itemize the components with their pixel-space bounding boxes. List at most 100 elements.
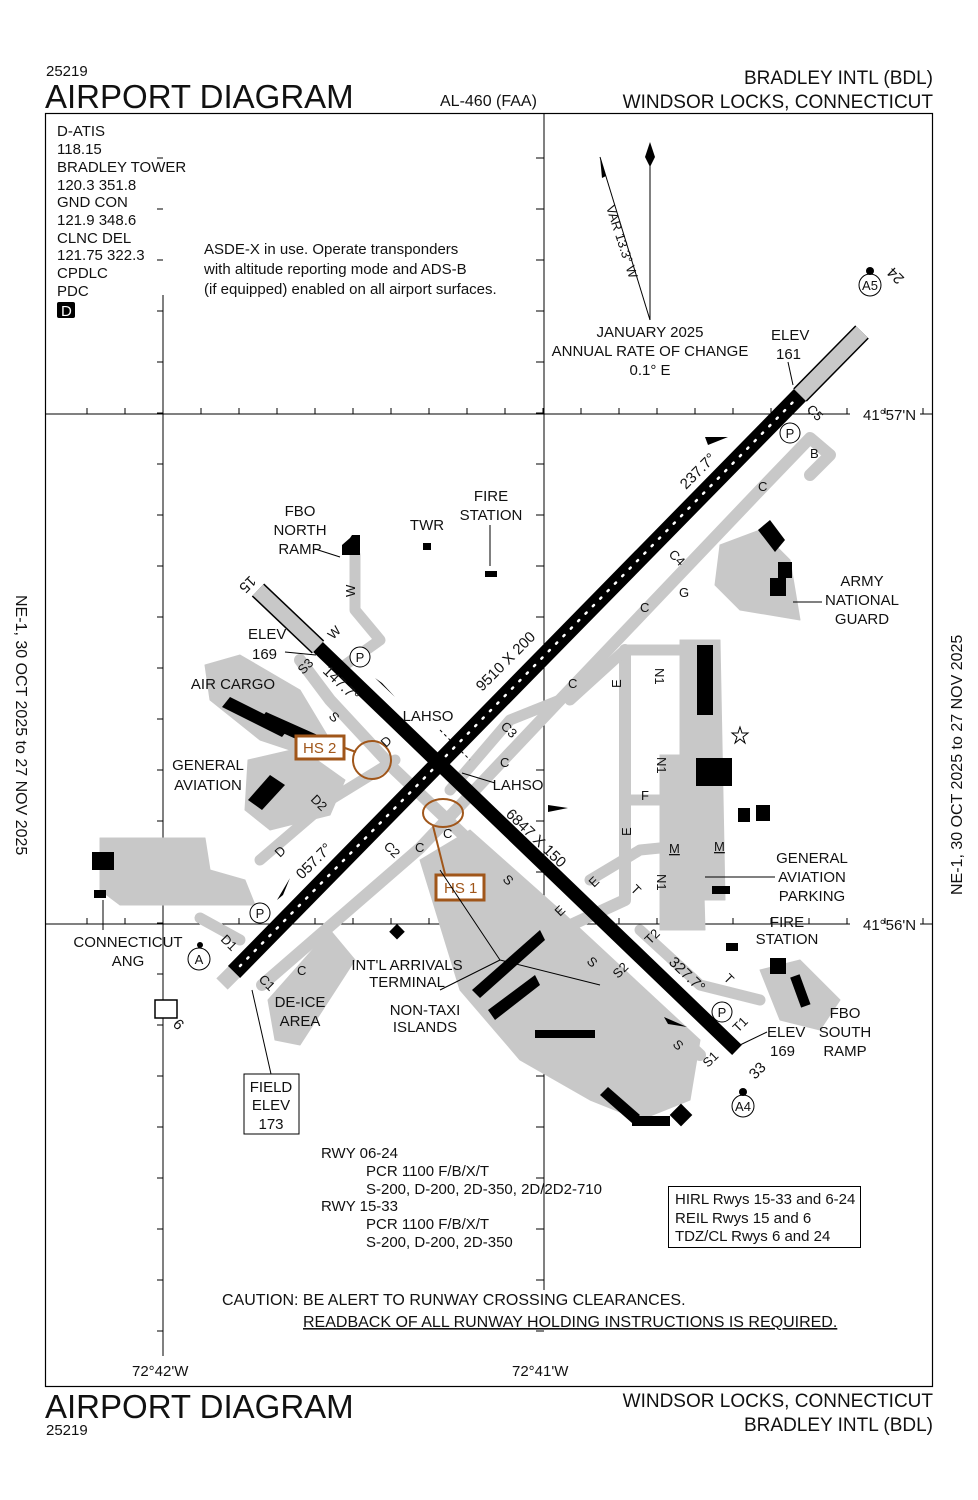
- svg-text:AVIATION: AVIATION: [778, 869, 846, 886]
- svg-text:C: C: [297, 963, 306, 978]
- svg-text:C: C: [758, 479, 767, 494]
- svg-text:161: 161: [776, 346, 801, 363]
- parking-p-icon: [249, 902, 271, 924]
- svg-text:ISLANDS: ISLANDS: [393, 1019, 457, 1036]
- svg-text:F: F: [641, 788, 649, 803]
- svg-text:W: W: [343, 584, 358, 597]
- lat-label-south: 41°56'N: [863, 917, 916, 934]
- airport-name: BRADLEY INTL (BDL): [744, 68, 933, 89]
- svg-text:C5: C5: [804, 402, 826, 424]
- runway-remarks: RWY 06-24 PCR 1100 F/B/X/T S-200, D-200,…: [321, 1145, 602, 1251]
- svg-text:GUARD: GUARD: [835, 611, 889, 628]
- svg-text:169: 169: [770, 1043, 795, 1060]
- svg-text:ASDE-X in use. Operate transpo: ASDE-X in use. Operate transponders: [204, 241, 458, 258]
- svg-text:LAHSO: LAHSO: [403, 708, 454, 725]
- svg-text:C: C: [443, 826, 452, 841]
- wind-cone-icon: [277, 878, 290, 900]
- svg-text:TDZ/CL Rwys 6 and 24: TDZ/CL Rwys 6 and 24: [675, 1228, 830, 1245]
- svg-text:W: W: [325, 622, 345, 642]
- parking-p-icon: [711, 1001, 733, 1023]
- svg-text:T1: T1: [730, 1014, 751, 1035]
- taxiways: [99, 432, 841, 1121]
- svg-text:120.3 351.8: 120.3 351.8: [57, 177, 136, 194]
- svg-text:C: C: [500, 755, 509, 770]
- svg-text:REIL Rwys 15 and 6: REIL Rwys 15 and 6: [675, 1210, 811, 1227]
- svg-text:A5: A5: [862, 278, 878, 293]
- svg-text:TWR: TWR: [410, 517, 444, 534]
- markers: P P P P A A5 A4: [154, 267, 882, 1118]
- svg-text:S-200, D-200, 2D-350, 2D/2D2-7: S-200, D-200, 2D-350, 2D/2D2-710: [366, 1181, 602, 1198]
- svg-text:FBO: FBO: [830, 1005, 861, 1022]
- datalink-badge-label: D: [61, 303, 72, 320]
- svg-text:ANNUAL RATE OF CHANGE: ANNUAL RATE OF CHANGE: [552, 343, 749, 360]
- beacon-star-icon: [730, 725, 750, 745]
- svg-text:P: P: [718, 1005, 727, 1020]
- svg-text:C: C: [568, 676, 577, 691]
- svg-text:RAMP: RAMP: [823, 1043, 866, 1060]
- svg-text:with altitude reporting mode a: with altitude reporting mode and ADS-B: [203, 261, 467, 278]
- readback-note: READBACK OF ALL RUNWAY HOLDING INSTRUCTI…: [303, 1314, 837, 1331]
- svg-text:RAMP: RAMP: [278, 541, 321, 558]
- wind-cone-icon: [548, 805, 568, 812]
- svg-text:CONNECTICUT: CONNECTICUT: [73, 934, 182, 951]
- svg-text:173: 173: [258, 1116, 283, 1133]
- svg-text:M: M: [669, 841, 680, 856]
- displaced-threshold-15: [252, 584, 324, 653]
- svg-text:ARMY: ARMY: [840, 573, 883, 590]
- footer-title: AIRPORT DIAGRAM: [45, 1388, 354, 1425]
- svg-text:CLNC DEL: CLNC DEL: [57, 230, 131, 247]
- svg-text:TERMINAL: TERMINAL: [369, 974, 445, 991]
- lon-label-east: 72°41'W: [512, 1363, 569, 1380]
- svg-text:GENERAL: GENERAL: [776, 850, 848, 867]
- svg-text:P: P: [256, 906, 265, 921]
- hot-spots: HS 2 HS 1: [294, 734, 486, 902]
- lighting-box: [668, 1186, 861, 1248]
- svg-text:ELEV: ELEV: [252, 1097, 290, 1114]
- svg-text:SOUTH: SOUTH: [819, 1024, 872, 1041]
- svg-text:JANUARY 2025: JANUARY 2025: [596, 324, 703, 341]
- effective-dates-left: NE-1, 30 OCT 2025 to 27 NOV 2025: [12, 595, 29, 855]
- effective-dates-right: NE-1, 30 OCT 2025 to 27 NOV 2025: [949, 635, 966, 895]
- footer-airport: BRADLEY INTL (BDL): [744, 1415, 933, 1436]
- svg-text:N1: N1: [652, 668, 667, 685]
- svg-text:D-ATIS: D-ATIS: [57, 123, 105, 140]
- footer-chart-number: 25219: [46, 1422, 88, 1439]
- asdex-note: ASDE-X in use. Operate transponders with…: [203, 241, 497, 298]
- svg-text:VAR 13.3° W: VAR 13.3° W: [603, 203, 641, 280]
- datalink-badge: [57, 302, 75, 318]
- approach-light-a-icon: [187, 947, 211, 971]
- footer-city: WINDSOR LOCKS, CONNECTICUT: [623, 1391, 934, 1412]
- svg-text:BRADLEY TOWER: BRADLEY TOWER: [57, 159, 186, 176]
- svg-text:HS 1: HS 1: [444, 880, 477, 897]
- svg-text:FIRE: FIRE: [474, 488, 508, 505]
- wind-cone-icon: [664, 1017, 687, 1027]
- elevations: ELEV 161 ELEV 169 ELEV 169 FIELD ELEV 17…: [243, 327, 809, 1135]
- diagram-frame: [44, 112, 934, 1388]
- building-outline: [154, 999, 178, 1019]
- svg-text:RWY 06-24: RWY 06-24: [321, 1145, 398, 1162]
- svg-text:PCR 1100 F/B/X/T: PCR 1100 F/B/X/T: [366, 1216, 489, 1233]
- svg-text:STATION: STATION: [460, 507, 523, 524]
- field-elevation-box: [243, 1073, 300, 1135]
- parking-p-icon: [779, 422, 801, 444]
- svg-text:FIRE: FIRE: [770, 914, 804, 931]
- lat-label-north: 41°57'N: [863, 407, 916, 424]
- svg-text:118.15: 118.15: [57, 141, 102, 158]
- svg-text:PARKING: PARKING: [779, 888, 845, 905]
- svg-text:AREA: AREA: [280, 1013, 321, 1030]
- svg-text:HIRL Rwys 15-33 and 6-24: HIRL Rwys 15-33 and 6-24: [675, 1191, 855, 1208]
- page-title: AIRPORT DIAGRAM: [45, 78, 354, 115]
- svg-text:121.75 322.3: 121.75 322.3: [57, 247, 145, 264]
- svg-text:NON-TAXI: NON-TAXI: [390, 1002, 461, 1019]
- svg-text:FBO: FBO: [285, 503, 316, 520]
- svg-text:S-200, D-200, 2D-350: S-200, D-200, 2D-350: [366, 1234, 513, 1251]
- svg-text:INT'L ARRIVALS: INT'L ARRIVALS: [351, 957, 462, 974]
- svg-text:ELEV: ELEV: [248, 626, 286, 643]
- caution-note: CAUTION: BE ALERT TO RUNWAY CROSSING CLE…: [222, 1292, 686, 1309]
- svg-text:AIR CARGO: AIR CARGO: [191, 676, 275, 693]
- svg-text:N1: N1: [654, 874, 669, 891]
- frequency-list: D-ATIS 118.15 BRADLEY TOWER 120.3 351.8 …: [57, 123, 186, 300]
- svg-text:ELEV: ELEV: [767, 1024, 805, 1041]
- runway-24-label: 24: [884, 263, 908, 287]
